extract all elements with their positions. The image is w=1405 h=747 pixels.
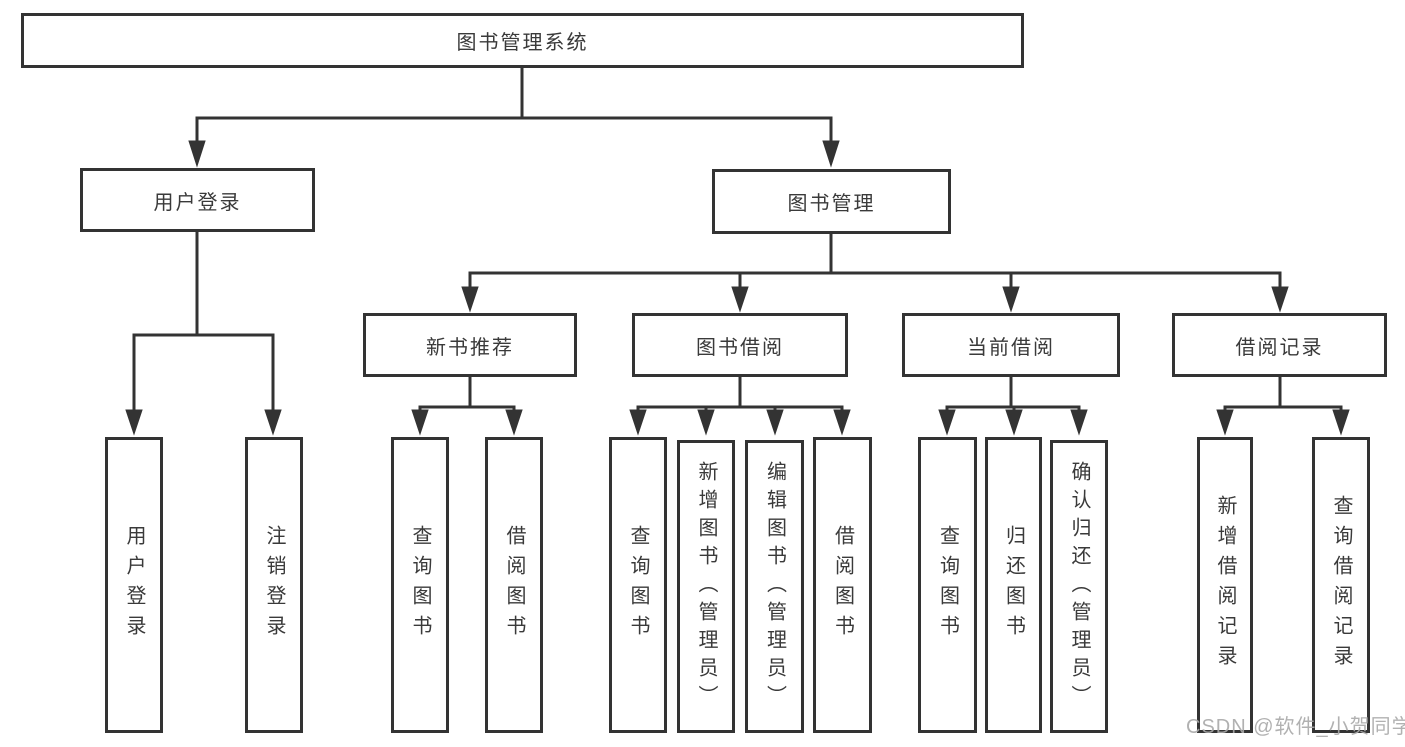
node-book-borrow: 图书借阅 bbox=[632, 313, 848, 377]
connector-book-mgmt-children bbox=[461, 234, 1289, 313]
node-user-login: 用户登录 bbox=[80, 168, 315, 232]
connector-book-borrow-children bbox=[629, 377, 851, 436]
csdn-watermark: CSDN @软件_小贺同学 bbox=[1186, 716, 1405, 738]
leaf-borrow-books-recommend: 借阅图书 bbox=[485, 437, 543, 733]
connector-borrow-record-children bbox=[1216, 377, 1350, 436]
leaf-edit-books-admin: 编辑图书（管理员） bbox=[745, 440, 804, 733]
connector-root-to-level2 bbox=[188, 68, 840, 168]
leaf-logout-login: 注销登录 bbox=[245, 437, 303, 733]
node-current-borrow: 当前借阅 bbox=[902, 313, 1120, 377]
connector-current-borrow-children bbox=[938, 377, 1088, 436]
leaf-query-books-borrow: 查询图书 bbox=[609, 437, 667, 733]
node-book-management: 图书管理 bbox=[712, 169, 951, 234]
leaf-add-borrow-record: 新增借阅记录 bbox=[1197, 437, 1253, 733]
leaf-return-books: 归还图书 bbox=[985, 437, 1042, 733]
root-node-library-system: 图书管理系统 bbox=[21, 13, 1024, 68]
connector-new-book-children bbox=[411, 377, 523, 436]
node-new-book-recommend: 新书推荐 bbox=[363, 313, 577, 377]
leaf-query-books-recommend: 查询图书 bbox=[391, 437, 449, 733]
leaf-query-borrow-record: 查询借阅记录 bbox=[1312, 437, 1370, 733]
leaf-add-books-admin: 新增图书（管理员） bbox=[677, 440, 735, 733]
leaf-borrow-books: 借阅图书 bbox=[813, 437, 872, 733]
node-borrow-record: 借阅记录 bbox=[1172, 313, 1387, 377]
connector-user-login-children bbox=[125, 232, 282, 436]
leaf-user-login: 用户登录 bbox=[105, 437, 163, 733]
leaf-confirm-return-admin: 确认归还（管理员） bbox=[1050, 440, 1108, 733]
leaf-query-books-current: 查询图书 bbox=[918, 437, 977, 733]
